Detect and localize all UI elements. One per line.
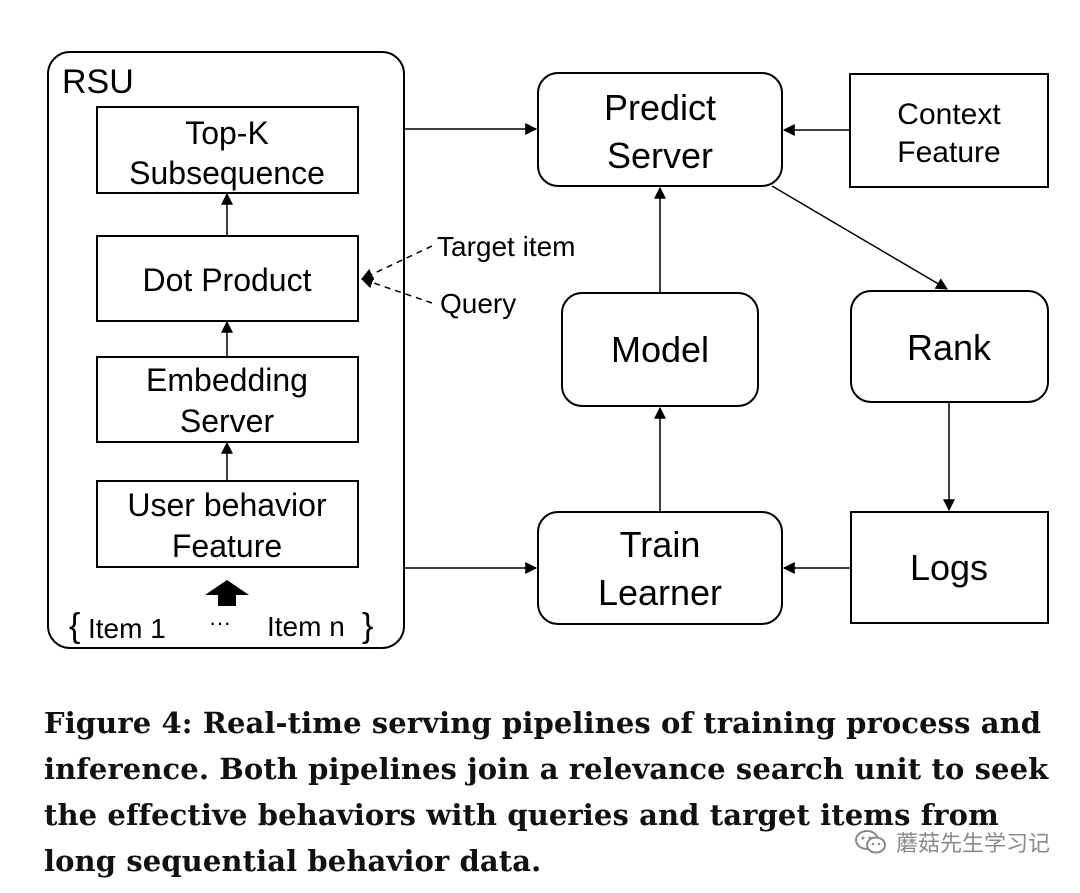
train-label-line1: Train: [620, 524, 701, 565]
target-item-dashed-arrow: [360, 245, 433, 280]
predict-label-line1: Predict: [604, 87, 716, 128]
predict-label-line2: Server: [607, 135, 713, 176]
logs-label: Logs: [910, 547, 988, 588]
query-label: Query: [440, 288, 516, 319]
watermark: 蘑菇先生学习记: [854, 826, 1050, 858]
rsu-title: RSU: [62, 63, 134, 101]
user-behavior-label-line1: User behavior: [127, 487, 327, 523]
rank-label: Rank: [907, 327, 992, 368]
dot-product-label: Dot Product: [143, 262, 312, 298]
query-dashed-arrow: [360, 276, 433, 304]
item-list-brace-left: {: [69, 607, 80, 645]
train-label-line2: Learner: [598, 572, 722, 613]
target-item-label: Target item: [437, 231, 576, 262]
embedding-label-line2: Server: [180, 403, 275, 439]
item-last-label: Item n: [267, 611, 345, 642]
wechat-icon: [854, 830, 886, 854]
user-behavior-label-line2: Feature: [172, 528, 282, 564]
embedding-label-line1: Embedding: [146, 362, 308, 398]
model-label: Model: [611, 329, 709, 370]
thick-up-arrow-icon: [205, 580, 249, 606]
figure-caption: Figure 4: Real-time serving pipelines of…: [44, 706, 1049, 878]
context-label-line2: Feature: [897, 136, 1000, 169]
arrow-predict-to-rank: [771, 185, 949, 290]
topk-label-line1: Top-K: [185, 115, 269, 151]
watermark-text: 蘑菇先生学习记: [895, 832, 1050, 857]
topk-label-line2: Subsequence: [129, 155, 325, 191]
item-list-brace-right: }: [362, 607, 373, 645]
item-ellipsis: ···: [209, 610, 231, 635]
context-label-line1: Context: [897, 98, 1001, 131]
item-first-label: Item 1: [88, 613, 166, 644]
rsu-container: [47, 51, 405, 649]
predict-server-box: [537, 72, 783, 187]
